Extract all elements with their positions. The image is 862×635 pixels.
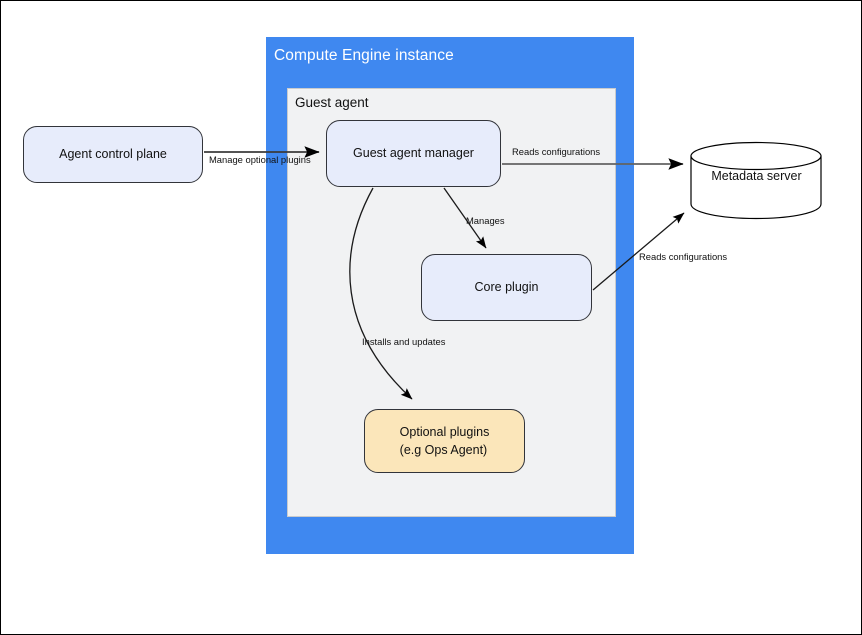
node-guest-agent-manager[interactable]: Guest agent manager: [326, 120, 501, 187]
node-optional-plugins[interactable]: Optional plugins (e.g Ops Agent): [364, 409, 525, 473]
node-optional-plugins-label-line2: (e.g Ops Agent): [399, 443, 488, 457]
edge-label-reads-configurations-manager: Reads configurations: [512, 146, 601, 157]
node-metadata-server-label: Metadata server: [711, 169, 802, 183]
guest-agent-title: Guest agent: [295, 95, 369, 110]
node-agent-control-plane[interactable]: Agent control plane: [23, 126, 203, 183]
node-core-plugin[interactable]: Core plugin: [421, 254, 592, 321]
node-optional-plugins-label-line1: Optional plugins: [399, 424, 490, 439]
node-optional-plugins-label: Optional plugins (e.g Ops Agent): [400, 423, 490, 459]
edge-label-installs-and-updates: Installs and updates: [362, 336, 446, 347]
node-guest-agent-manager-label: Guest agent manager: [353, 146, 474, 161]
edge-label-manage-optional-plugins: Manage optional plugins: [209, 154, 311, 165]
compute-engine-instance-title: Compute Engine instance: [274, 47, 454, 64]
edge-label-reads-configurations-core: Reads configurations: [639, 251, 728, 262]
node-core-plugin-label: Core plugin: [474, 280, 539, 295]
edge-label-manages: Manages: [466, 215, 505, 226]
node-agent-control-plane-label: Agent control plane: [59, 147, 167, 162]
